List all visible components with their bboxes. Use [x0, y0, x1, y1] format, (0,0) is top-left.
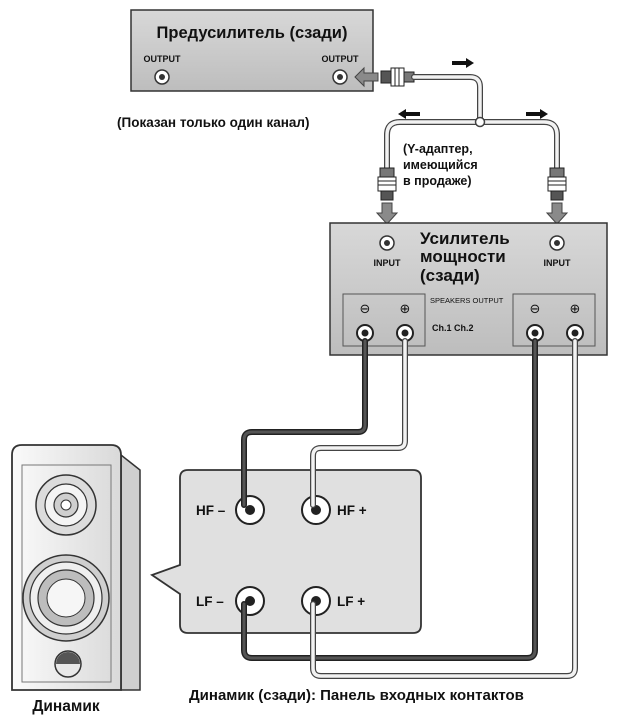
amp-plus-symbol-left: ⊕ [400, 301, 411, 316]
lf-plus-label: LF + [337, 594, 365, 609]
hf-minus-label: HF – [196, 503, 226, 518]
channel-note: (Показан только один канал) [117, 115, 309, 130]
amp-title-line3: (сзади) [420, 266, 480, 285]
preamp-output-label-right: OUTPUT [322, 54, 360, 64]
lf-minus-label: LF – [196, 594, 224, 609]
rca-plug-top [380, 67, 415, 87]
preamp-output-jack-right [332, 69, 348, 85]
preamp-panel: Предусилитель (сзади) OUTPUT OUTPUT [130, 9, 374, 92]
y-adapter-line2: имеющийся [403, 158, 478, 172]
rca-plug-right [547, 167, 567, 201]
hf-plus-label: HF + [337, 503, 367, 518]
lf-minus-terminal [235, 586, 265, 616]
y-adapter-cable [384, 74, 560, 171]
bass-port-icon [54, 650, 82, 678]
preamp-output-jack-left [154, 69, 170, 85]
amp-input-jack-right [549, 235, 565, 251]
amp-title-line1: Усилитель [420, 229, 510, 248]
hf-minus-terminal [235, 495, 265, 525]
amp-plus-symbol-right: ⊕ [570, 301, 581, 316]
panel-caption: Динамик (сзади): Панель входных контакто… [189, 687, 524, 704]
amp-input-label-right: INPUT [544, 258, 572, 268]
rca-plug-left [377, 167, 397, 201]
lf-plus-terminal [301, 586, 331, 616]
amplifier-panel: INPUT INPUT Усилитель мощности (сзади) S… [329, 222, 608, 356]
speakers-output-label: SPEAKERS OUTPUT [430, 296, 504, 305]
amp-input-label-left: INPUT [374, 258, 402, 268]
speaker-cabinet-icon [11, 444, 141, 691]
amp-terminal-ch2-plus [566, 324, 584, 342]
amp-input-jack-left [379, 235, 395, 251]
speaker-label: Динамик [32, 698, 100, 715]
amp-title-line2: мощности [420, 247, 506, 266]
y-adapter-line3: в продаже) [403, 174, 472, 188]
speaker-terminal-panel: HF – HF + LF – LF + [150, 469, 422, 634]
preamp-title: Предусилитель (сзади) [157, 24, 348, 42]
direction-arrow-top-icon [452, 58, 474, 68]
channels-label: Ch.1 Ch.2 [432, 323, 474, 333]
plug-arrow-left-icon [354, 66, 379, 88]
speaker-wires [241, 338, 578, 679]
direction-arrow-right-icon [526, 109, 548, 119]
amp-minus-symbol-right: ⊖ [530, 301, 541, 316]
direction-arrow-left-icon [398, 109, 420, 119]
woofer-icon [22, 554, 110, 642]
plug-arrow-down-right-icon [545, 202, 569, 225]
preamp-output-label-left: OUTPUT [144, 54, 182, 64]
y-adapter-line1: (Y-адаптер, [403, 142, 473, 156]
amp-minus-symbol-left: ⊖ [360, 301, 371, 316]
plug-arrow-down-left-icon [375, 202, 399, 225]
tweeter-icon [35, 474, 97, 536]
